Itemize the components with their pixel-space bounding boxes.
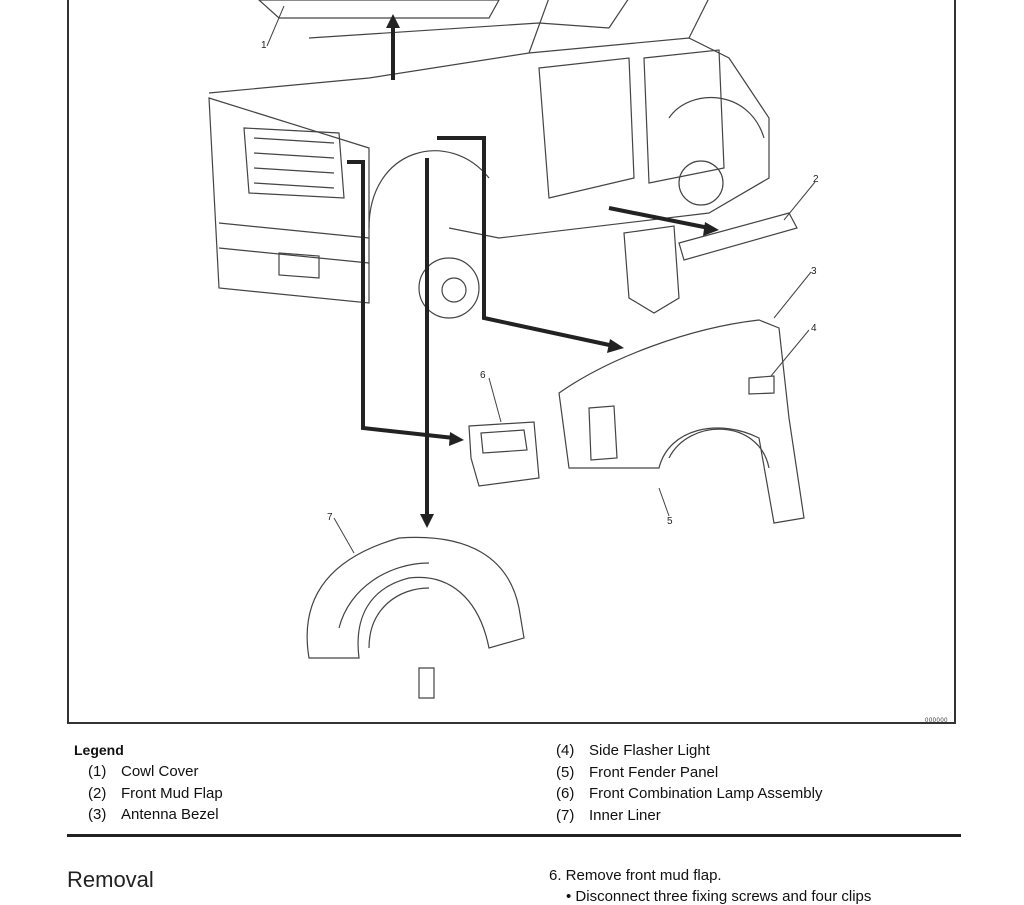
callout-4: 4 (811, 323, 817, 334)
callout-2: 2 (813, 174, 819, 185)
inner-liner-part (306, 536, 525, 659)
legend-item: (3) Antenna Bezel (88, 804, 223, 826)
cowl-cover-part (258, 0, 500, 19)
fender-exploded-diagram: 1 2 3 4 5 6 7 (208, 0, 819, 699)
legend-item-number: (5) (556, 763, 575, 781)
legend-item-label: Cowl Cover (121, 763, 199, 780)
legend-item-label: Side Flasher Light (589, 742, 710, 759)
legend-item-label: Front Fender Panel (589, 763, 719, 781)
legend-item-label: Antenna Bezel (121, 806, 219, 823)
legend-item-number: (2) (88, 784, 107, 802)
combination-lamp-part (468, 421, 540, 487)
legend-item: (6) Front Combination Lamp Assembly (556, 783, 822, 805)
front-fender-panel-part (558, 319, 805, 524)
legend-title: Legend (74, 742, 124, 758)
legend-column-left: (1) Cowl Cover (2) Front Mud Flap (3) An… (88, 761, 223, 826)
legend-item-number: (1) (88, 763, 107, 780)
legend-item: (4) Side Flasher Light (556, 740, 822, 762)
legend-item-number: (7) (556, 806, 575, 824)
legend-item-label: Front Mud Flap (121, 784, 223, 802)
exploded-view-figure: 1 2 3 4 5 6 7 (67, 0, 956, 724)
legend-item-number: (6) (556, 785, 575, 802)
section-heading: Removal (67, 867, 154, 892)
legend-column-right: (4) Side Flasher Light (5) Front Fender … (556, 740, 822, 826)
procedure-bullet: • Disconnect three fixing screws and fou… (566, 888, 872, 905)
callout-3: 3 (811, 266, 817, 277)
legend-item-label: Inner Liner (589, 806, 661, 824)
callout-7: 7 (327, 512, 333, 523)
figure-code: 000000 (925, 718, 949, 724)
rear-wheel-outline (678, 160, 724, 206)
section-divider (67, 834, 961, 837)
legend-item-number: (4) (556, 742, 575, 759)
rear-door-outline (643, 49, 725, 184)
procedure-step: 6. Remove front mud flap. (549, 867, 722, 884)
front-hub-outline (418, 257, 480, 319)
legend-item: (1) Cowl Cover (88, 761, 223, 783)
front-door-outline (538, 57, 635, 199)
front-mud-flap-part (623, 225, 680, 314)
side-flasher-light-part (748, 375, 775, 395)
legend-item-number: (3) (88, 806, 107, 823)
callout-1: 1 (261, 40, 267, 51)
vehicle-front-outline (208, 97, 370, 304)
callout-5: 5 (667, 516, 673, 527)
vehicle-body-outline (208, 37, 770, 239)
legend-item-label: Front Combination Lamp Assembly (589, 785, 823, 802)
legend-item: (5) Front Fender Panel (556, 762, 822, 784)
grille-outline (243, 127, 345, 199)
legend-item: (2) Front Mud Flap (88, 783, 223, 805)
legend-item: (7) Inner Liner (556, 805, 822, 827)
callout-6: 6 (480, 370, 486, 381)
